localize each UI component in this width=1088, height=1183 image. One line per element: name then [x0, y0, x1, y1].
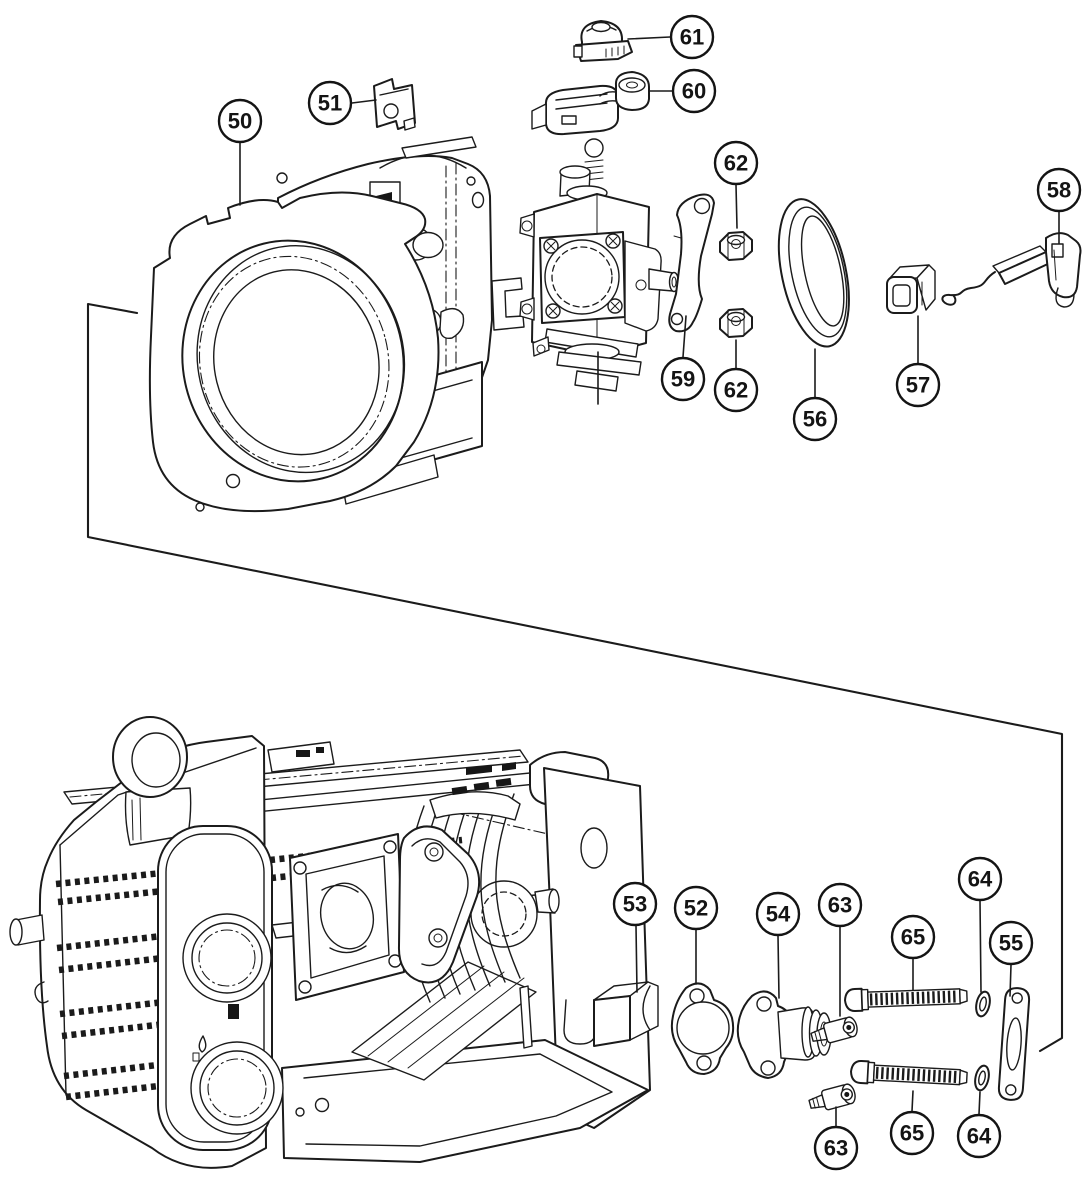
- callout-circle[interactable]: [988, 920, 1034, 966]
- callout-circle[interactable]: [792, 396, 838, 442]
- part-52-gasket-drawing: [670, 982, 735, 1075]
- callout-circle[interactable]: [669, 14, 715, 60]
- callout-part-number: 59: [671, 367, 695, 392]
- callout-circle[interactable]: [817, 882, 863, 928]
- callout-57[interactable]: 57: [895, 362, 941, 408]
- callout-part-number: 53: [623, 892, 647, 917]
- callout-circle[interactable]: [895, 362, 941, 408]
- callout-leader-line: [735, 184, 738, 229]
- part-51-bracket-drawing: [373, 78, 416, 131]
- callout-leader-line: [777, 935, 780, 999]
- callout-65[interactable]: 65: [889, 1110, 935, 1156]
- part-65-bolt-bottom-drawing: [850, 1060, 968, 1086]
- callout-63[interactable]: 63: [813, 1125, 859, 1171]
- callout-part-number: 62: [724, 378, 748, 403]
- callout-circle[interactable]: [1036, 167, 1082, 213]
- part-55-gasket-drawing: [997, 987, 1031, 1101]
- callout-part-number: 65: [901, 925, 925, 950]
- callout-leader-line: [635, 925, 638, 993]
- callout-leader-line: [911, 1090, 914, 1112]
- callout-circle[interactable]: [217, 98, 263, 144]
- part-64-washer-bottom-drawing: [974, 1064, 990, 1092]
- callout-leader-line: [351, 99, 377, 104]
- callout-leader-line: [979, 900, 982, 993]
- callout-62[interactable]: 62: [713, 140, 759, 186]
- callout-part-number: 62: [724, 151, 748, 176]
- callout-part-number: 54: [766, 902, 791, 927]
- callout-circle[interactable]: [956, 1113, 1002, 1159]
- callout-58[interactable]: 58: [1036, 167, 1082, 213]
- callout-part-number: 55: [999, 931, 1023, 956]
- part-64-washer-top-drawing: [975, 990, 991, 1018]
- part-58-choke-rod-drawing: [941, 232, 1082, 308]
- part-62-nut-bottom-drawing: [719, 308, 753, 338]
- callout-leader-line: [682, 315, 687, 358]
- callout-circle[interactable]: [813, 1125, 859, 1171]
- carburetor-screws: [543, 233, 623, 319]
- callout-leader-line: [627, 36, 671, 40]
- callout-part-number: 64: [967, 1124, 992, 1149]
- part-60-cover-drawing: [531, 71, 650, 136]
- muffler-cylinder-assembly-drawing: [9, 716, 651, 1169]
- callout-part-number: 50: [228, 109, 252, 134]
- callout-part-number: 61: [680, 25, 704, 50]
- callout-64[interactable]: 64: [956, 1113, 1002, 1159]
- callout-circle[interactable]: [671, 68, 717, 114]
- callout-circle[interactable]: [957, 856, 1003, 902]
- callout-leader-line: [1009, 964, 1012, 997]
- callout-part-number: 64: [968, 867, 993, 892]
- callout-circle[interactable]: [612, 881, 658, 927]
- callout-56[interactable]: 56: [792, 396, 838, 442]
- part-54-manifold-drawing: [736, 990, 832, 1079]
- callout-circle[interactable]: [890, 914, 936, 960]
- callout-54[interactable]: 54: [755, 891, 801, 937]
- callout-50[interactable]: 50: [217, 98, 263, 144]
- part-63-screw-bottom-drawing: [808, 1083, 856, 1111]
- part-53-block-drawing: [593, 981, 659, 1047]
- callout-part-number: 63: [828, 893, 852, 918]
- callout-63[interactable]: 63: [817, 882, 863, 928]
- part-65-bolt-top-drawing: [844, 987, 968, 1012]
- callout-part-number: 60: [682, 79, 706, 104]
- callout-53[interactable]: 53: [612, 881, 658, 927]
- callout-62[interactable]: 62: [713, 367, 759, 413]
- callout-60[interactable]: 60: [671, 68, 717, 114]
- callout-part-number: 63: [824, 1136, 848, 1161]
- fan-housing-drawing: [148, 136, 525, 513]
- callout-part-number: 57: [906, 373, 930, 398]
- callout-part-number: 56: [803, 407, 827, 432]
- callout-part-number: 65: [900, 1121, 924, 1146]
- callout-circle[interactable]: [713, 140, 759, 186]
- callout-circle[interactable]: [660, 356, 706, 402]
- part-61-primer-base-drawing: [573, 20, 633, 62]
- carburetor-drawing: [519, 138, 680, 392]
- part-57-knob-drawing: [886, 264, 936, 314]
- callout-circle[interactable]: [755, 891, 801, 937]
- callout-circle[interactable]: [889, 1110, 935, 1156]
- callout-part-number: 52: [684, 896, 708, 921]
- part-62-nut-top-drawing: [719, 231, 753, 261]
- callout-59[interactable]: 59: [660, 356, 706, 402]
- callout-52[interactable]: 52: [673, 885, 719, 931]
- callout-annotation-layer: 50 51 61 60 62 58 59 62 57 56 53 52 54 63 65 64 55 63 65 64: [86, 14, 1082, 1171]
- callout-circle[interactable]: [307, 80, 353, 126]
- callout-61[interactable]: 61: [669, 14, 715, 60]
- part-59-bracket-drawing: [668, 193, 715, 333]
- part-63-screw-top-drawing: [810, 1016, 858, 1044]
- callout-65[interactable]: 65: [890, 914, 936, 960]
- part-56-ring-drawing: [777, 198, 850, 348]
- callout-51[interactable]: 51: [307, 80, 353, 126]
- callout-circle[interactable]: [673, 885, 719, 931]
- callout-55[interactable]: 55: [988, 920, 1034, 966]
- section-divider-line: [86, 302, 1064, 1053]
- callout-part-number: 58: [1047, 178, 1071, 203]
- callout-64[interactable]: 64: [957, 856, 1003, 902]
- callout-leader-line: [978, 1091, 981, 1115]
- callout-circle[interactable]: [713, 367, 759, 413]
- callout-part-number: 51: [318, 91, 342, 116]
